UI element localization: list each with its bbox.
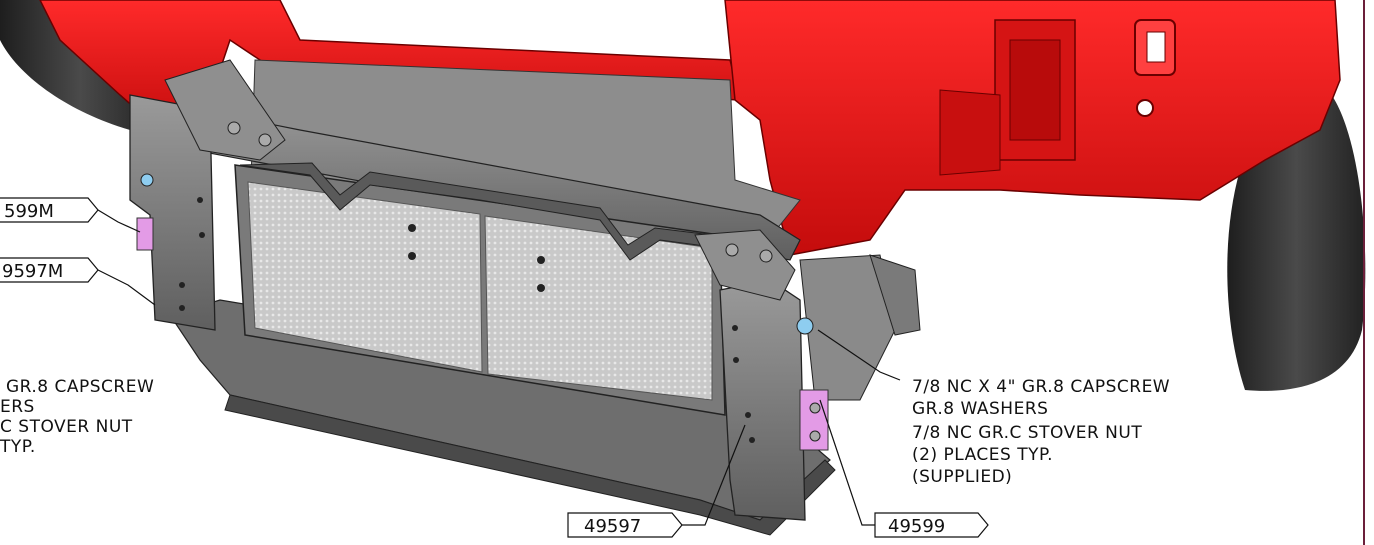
grille-screen-left <box>247 181 483 373</box>
bolt <box>745 412 751 418</box>
bolt <box>537 256 545 264</box>
tag-bottom-center: 49597 <box>567 512 683 538</box>
bolt <box>408 252 416 260</box>
tag-left-bottom-label: 9597M <box>2 261 63 282</box>
leader-line <box>817 329 901 381</box>
right-mount-arm <box>694 229 796 301</box>
grille-screen-right <box>484 215 713 401</box>
bolt <box>749 437 755 443</box>
skid-plate-lip <box>224 394 836 536</box>
right-callout-note: 7/8 NC X 4" GR.8 CAPSCREW GR.8 WASHERS 7… <box>912 377 1170 487</box>
tag-left-bottom: 9597M <box>0 257 99 283</box>
bolt <box>732 325 738 331</box>
bolt <box>258 133 272 147</box>
left-note-line-1: GR.8 CAPSCREW <box>6 377 154 397</box>
tag-bottom-center-label: 49597 <box>584 516 641 537</box>
leader-line <box>819 399 875 526</box>
bolt <box>809 402 821 414</box>
left-pink-part <box>136 217 154 251</box>
bolt <box>197 197 203 203</box>
right-note-line-1: 7/8 NC X 4" GR.8 CAPSCREW <box>912 377 1170 397</box>
left-tire <box>0 0 160 135</box>
bolt <box>809 430 821 442</box>
right-note-line-5: (SUPPLIED) <box>912 467 1012 487</box>
left-note-line-2: ERS <box>0 397 35 417</box>
right-hanger <box>869 254 921 336</box>
bolt <box>408 224 416 232</box>
tag-bottom-right-label: 49599 <box>888 516 945 537</box>
bolt <box>179 305 185 311</box>
bolt <box>759 249 773 263</box>
tag-left-top: 599M <box>0 197 99 223</box>
left-mount-arm <box>164 59 286 161</box>
leader-line <box>97 269 156 306</box>
right-bracket <box>719 279 806 521</box>
right-nut <box>796 317 814 335</box>
right-note-line-2: GR.8 WASHERS <box>912 399 1048 419</box>
cab-bolt <box>1136 99 1154 117</box>
cab-light-lens <box>1146 31 1166 63</box>
right-note-line-4: (2) PLACES TYP. <box>912 445 1053 465</box>
left-note-line-3: C STOVER NUT <box>0 417 133 437</box>
left-callout-note: GR.8 CAPSCREW ERS C STOVER NUT TYP. <box>0 377 154 457</box>
bolt <box>199 232 205 238</box>
leader-line <box>97 209 141 233</box>
bolt <box>537 284 545 292</box>
tag-bottom-right: 49599 <box>874 512 989 538</box>
bolt <box>725 243 739 257</box>
leader-line <box>680 424 746 526</box>
bolt <box>733 357 739 363</box>
left-nut <box>140 173 154 187</box>
right-note-line-3: 7/8 NC GR.C STOVER NUT <box>912 423 1142 443</box>
bolt <box>227 121 241 135</box>
left-note-line-4: TYP. <box>0 437 36 457</box>
right-side-plate <box>799 254 896 401</box>
bolt <box>179 282 185 288</box>
cab-step <box>939 89 1001 176</box>
tag-left-top-label: 599M <box>4 201 54 222</box>
cab-panel-inner <box>1009 39 1061 141</box>
